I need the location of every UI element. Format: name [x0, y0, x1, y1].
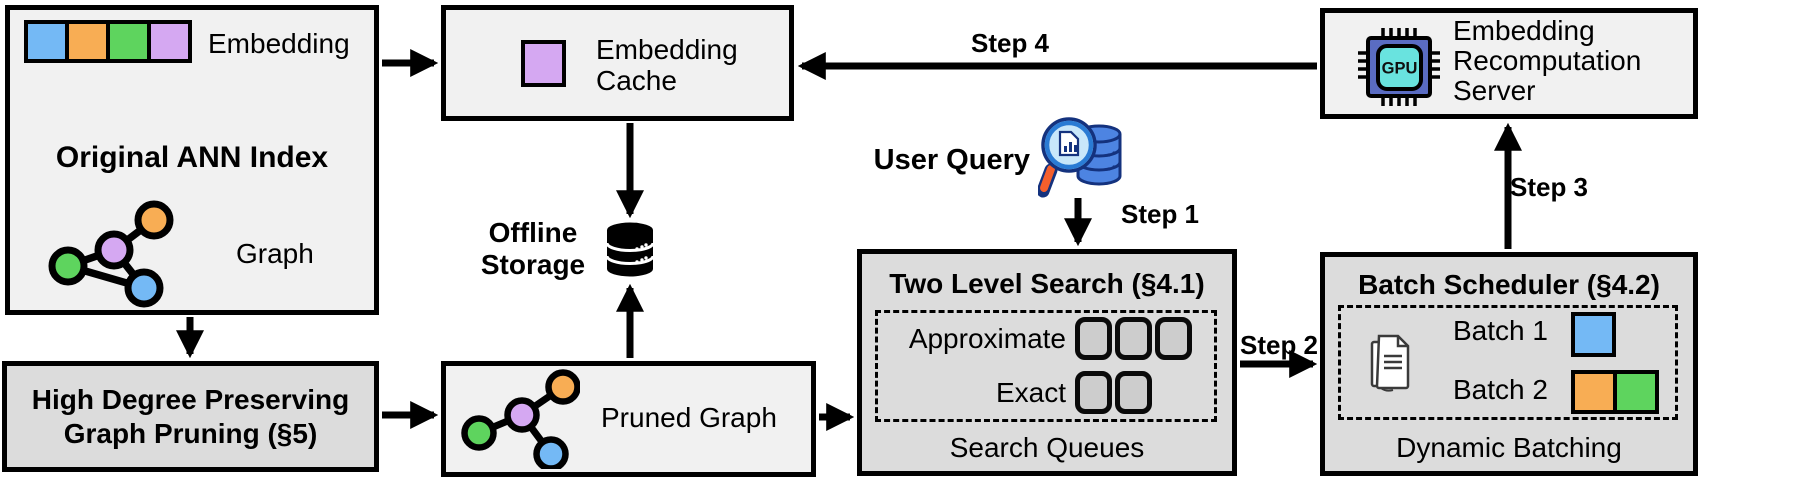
- queue-slot: [1115, 371, 1152, 414]
- embedding-cache-label: Embedding Cache: [596, 34, 738, 96]
- batch1-square-blue: [1571, 312, 1616, 357]
- search-queues-footer: Search Queues: [949, 432, 1145, 463]
- queue-slot: [1075, 371, 1112, 414]
- recomputation-server-label: Embedding Recomputation Server: [1453, 16, 1641, 106]
- cached-embedding-icon: [521, 40, 566, 87]
- two-level-search-title: Two Level Search (§4.1): [889, 268, 1205, 299]
- query-search-icon: [1038, 117, 1122, 198]
- batch-scheduler-title: Batch Scheduler (§4.2): [1358, 269, 1660, 300]
- user-query-label: User Query: [873, 144, 1030, 176]
- step4-label: Step 4: [970, 28, 1050, 58]
- ann-graph-icon: [48, 200, 174, 308]
- database-icon: [605, 222, 655, 277]
- step1-label: Step 1: [1120, 199, 1200, 229]
- documents-icon: [1370, 334, 1410, 392]
- offline-storage-line2: Storage: [480, 249, 586, 280]
- embedding-cache-line1: Embedding: [596, 34, 738, 65]
- pruned-graph-box: Pruned Graph: [441, 361, 816, 477]
- exact-queue: [1075, 371, 1152, 414]
- embedding-recomputation-server-box: GPU Embedding Recomputation Server: [1320, 8, 1698, 119]
- approximate-label: Approximate: [908, 323, 1066, 354]
- batch1-label: Batch 1: [1453, 315, 1548, 346]
- offline-storage-label: Offline Storage: [452, 217, 614, 281]
- two-level-search-box: Two Level Search (§4.1) Approximate Exac…: [857, 249, 1237, 476]
- embedding-label: Embedding: [208, 28, 350, 59]
- gpu-icon: GPU: [1358, 28, 1440, 106]
- embedding-cache-line2: Cache: [596, 65, 677, 96]
- batch2-label: Batch 2: [1453, 374, 1548, 405]
- embedding-cell-purple: [147, 24, 188, 59]
- pruned-graph-icon: [461, 369, 580, 469]
- offline-storage-line1: Offline: [488, 217, 578, 248]
- queue-slot: [1155, 317, 1192, 360]
- graph-label: Graph: [236, 238, 314, 269]
- recomp-line2: Recomputation: [1453, 45, 1642, 76]
- recomp-line3: Server: [1453, 75, 1536, 106]
- batch-scheduler-box: Batch Scheduler (§4.2) Batch 1 Batch 2: [1320, 252, 1698, 476]
- original-ann-index-box: Embedding Original ANN Index Graph: [5, 5, 379, 315]
- queue-slot: [1115, 317, 1152, 360]
- high-degree-pruning-line2: Graph Pruning (§5): [63, 417, 318, 449]
- dynamic-batching-footer: Dynamic Batching: [1396, 432, 1622, 463]
- dynamic-batching-panel: Batch 1 Batch 2: [1338, 305, 1678, 420]
- embedding-cell-orange: [65, 24, 106, 59]
- recomp-line1: Embedding: [1453, 15, 1595, 46]
- embedding-cell-blue: [28, 24, 65, 59]
- gpu-label: GPU: [1382, 60, 1418, 78]
- queue-slot: [1075, 317, 1112, 360]
- embedding-cell-green: [106, 24, 147, 59]
- step3-label: Step 3: [1509, 172, 1589, 202]
- batch2-square-green: [1613, 374, 1655, 410]
- step2-label: Step 2: [1239, 330, 1319, 360]
- embedding-vector-icon: [24, 20, 192, 63]
- pruned-graph-label: Pruned Graph: [601, 402, 777, 433]
- high-degree-pruning-box: High Degree Preserving Graph Pruning (§5…: [2, 361, 379, 472]
- ann-index-title: Original ANN Index: [55, 141, 329, 174]
- batch2-squares: [1571, 370, 1659, 414]
- high-degree-pruning-line1: High Degree Preserving: [31, 383, 350, 415]
- embedding-cache-box: Embedding Cache: [441, 5, 794, 121]
- search-queues-panel: Approximate Exact: [875, 310, 1217, 422]
- batch2-square-orange: [1575, 374, 1613, 410]
- approximate-queue: [1075, 317, 1192, 360]
- exact-label: Exact: [995, 377, 1066, 408]
